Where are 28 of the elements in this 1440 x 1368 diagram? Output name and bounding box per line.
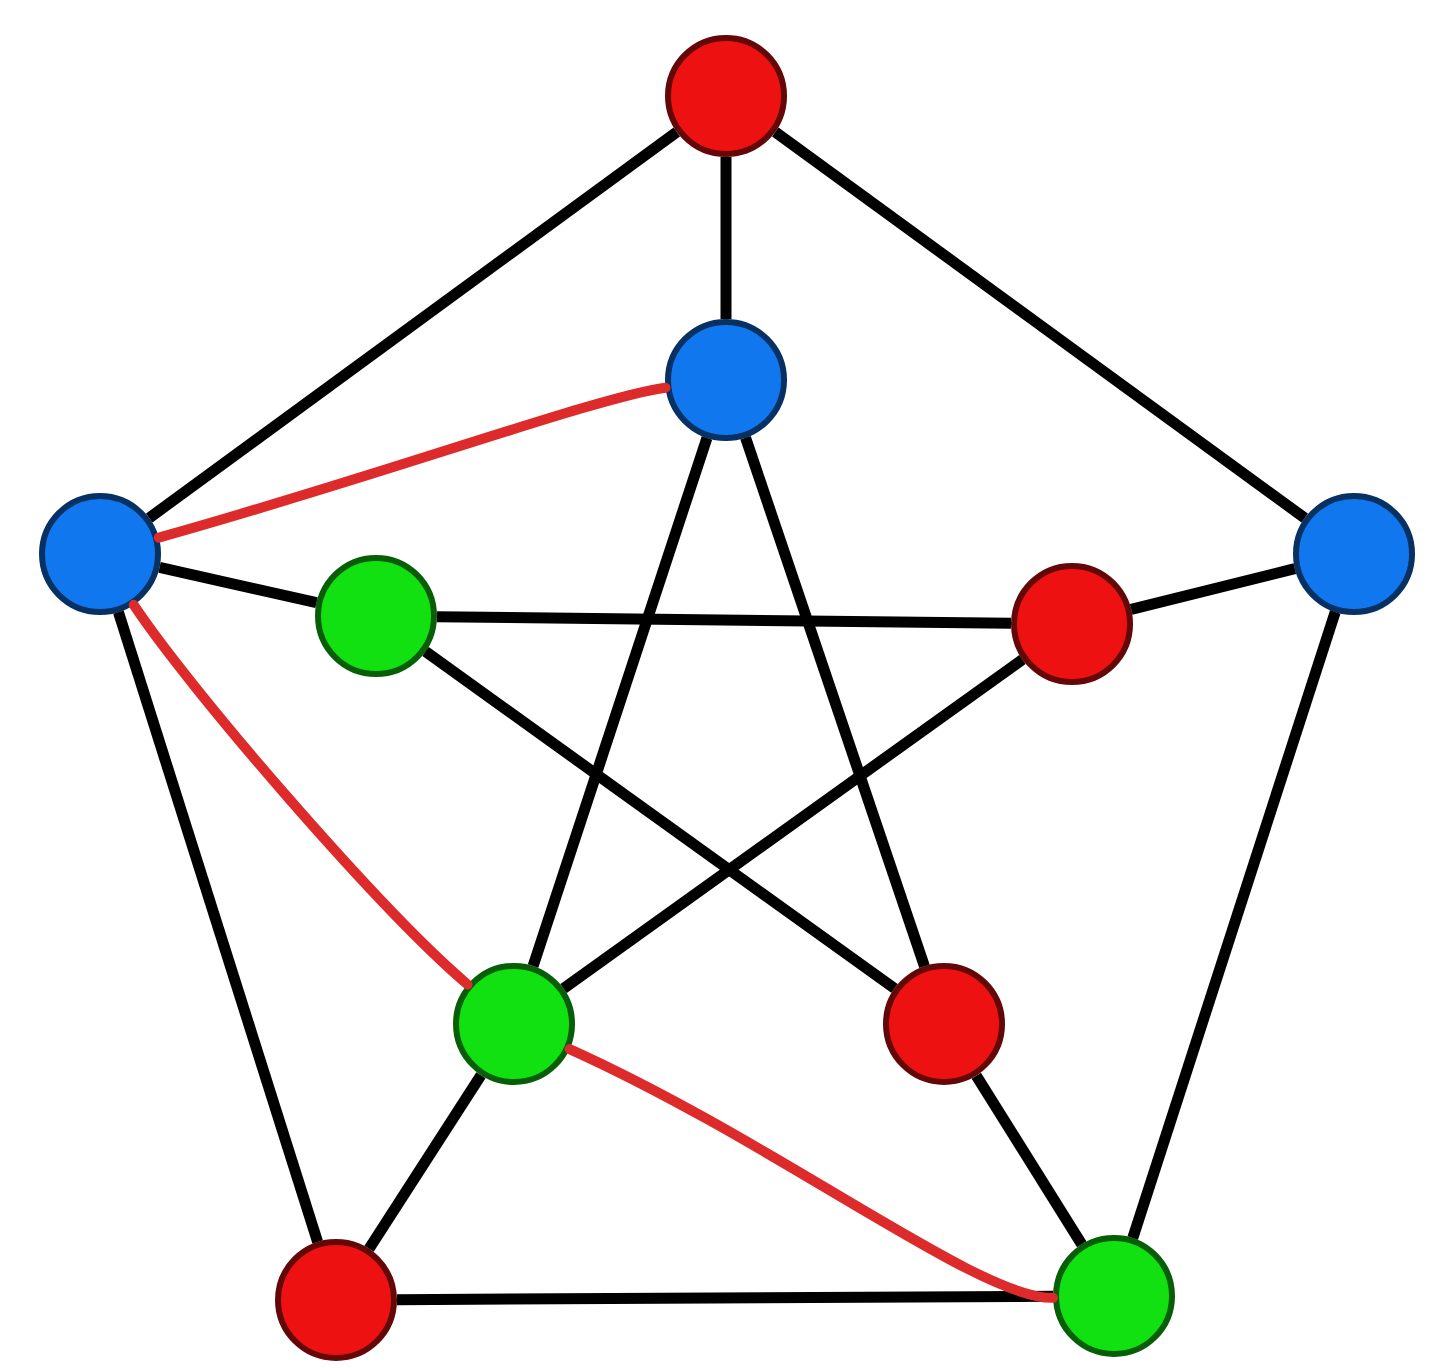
highlight-curve: [153, 382, 671, 543]
edge-line: [971, 1072, 1087, 1248]
edge-line: [772, 127, 1308, 523]
vertex-circle: [883, 963, 1005, 1085]
vertex-circle: [315, 555, 437, 677]
edge-line: [720, 157, 732, 319]
highlight-curve: [128, 599, 473, 990]
vertex-circle: [1293, 493, 1415, 615]
edge-line: [527, 436, 713, 968]
edge-line: [146, 127, 681, 523]
edge-line: [1127, 610, 1341, 1240]
edge-line: [560, 655, 1026, 993]
edge-line: [396, 1290, 1054, 1306]
vertex-circle: [1053, 1235, 1175, 1357]
vertex-circle: [275, 1239, 397, 1361]
vertex-circle: [1011, 563, 1133, 685]
edge-line: [1129, 563, 1297, 615]
edge-line: [113, 610, 323, 1244]
edge-line: [364, 1072, 486, 1252]
highlight-curve: [564, 1044, 1059, 1303]
edge-line: [158, 562, 318, 608]
vertex-circle: [39, 493, 161, 615]
vertex-circle: [453, 963, 575, 1085]
vertex-circle: [665, 35, 787, 157]
edge-line: [422, 647, 898, 993]
edge-line: [436, 611, 1012, 629]
vertex-circle: [665, 319, 787, 441]
edge-line: [740, 436, 930, 968]
